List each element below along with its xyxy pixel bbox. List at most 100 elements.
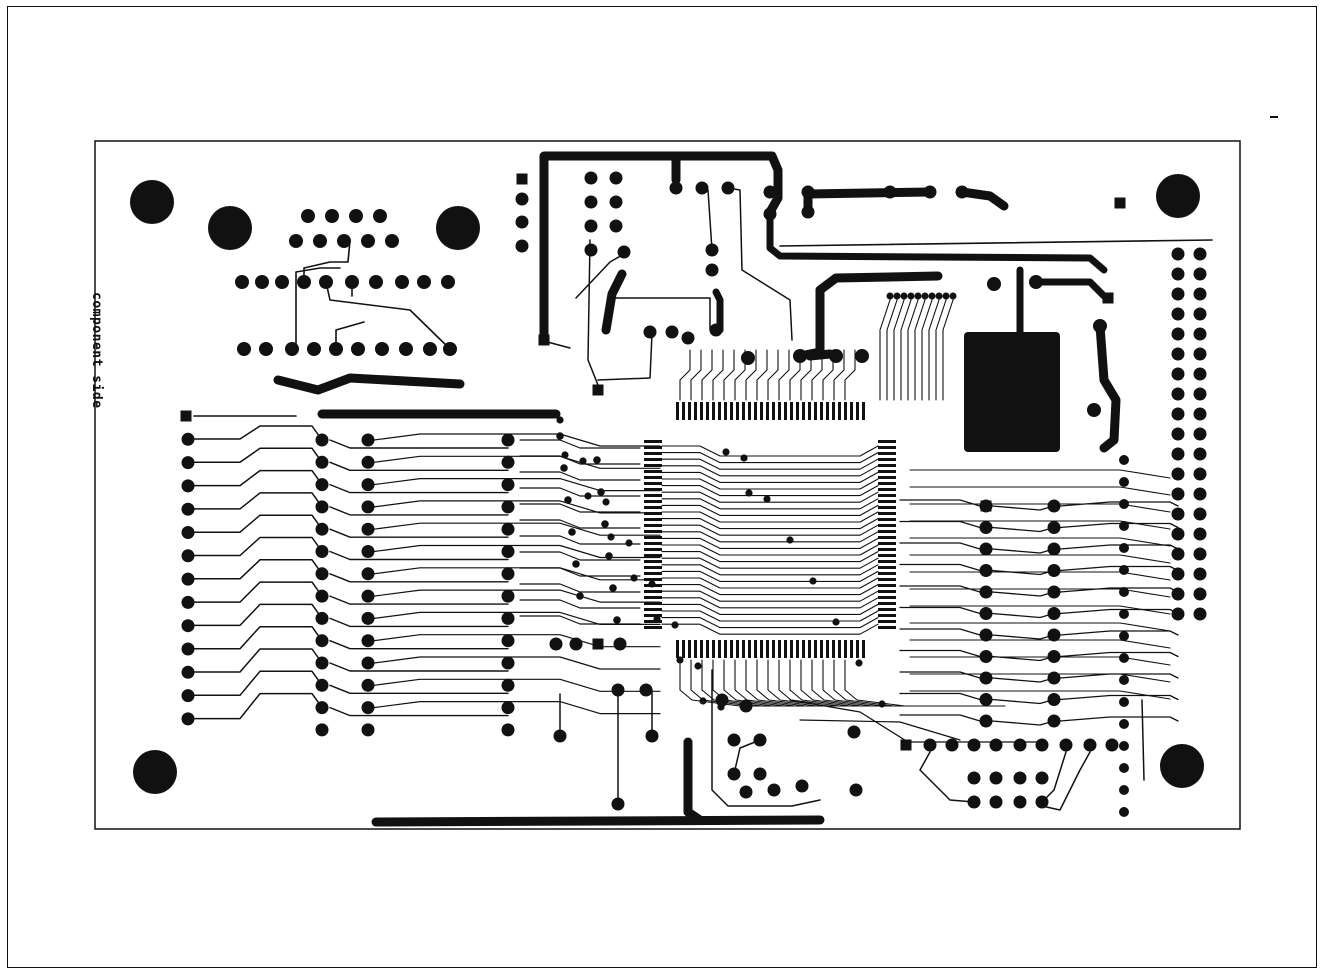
pad (1119, 719, 1129, 729)
ic-lead (808, 640, 811, 658)
pad (987, 277, 1001, 291)
trace (799, 719, 961, 741)
pad (979, 585, 993, 599)
ic-lead (878, 566, 896, 569)
ic-lead (796, 402, 799, 420)
header-pin-pad (1171, 567, 1185, 581)
ic-lead (688, 640, 691, 658)
ic-lead (644, 554, 662, 557)
via (809, 577, 817, 585)
bus-trace (373, 700, 661, 715)
bus-trace (373, 433, 661, 447)
ic-lead (878, 614, 896, 617)
trace (909, 673, 1171, 683)
connector-pin-pad (1083, 738, 1097, 752)
pad (584, 219, 598, 233)
signal-trace (661, 617, 879, 629)
ic-lead (802, 640, 805, 658)
header-pin-pad (1193, 367, 1207, 381)
connector-pin-pad (289, 234, 303, 248)
ic-lead (736, 402, 739, 420)
pad (361, 701, 375, 715)
ic-lead (878, 608, 896, 611)
header-pin-pad (1193, 307, 1207, 321)
pad (1119, 631, 1129, 641)
signal-trace (661, 485, 879, 497)
pad (515, 239, 529, 253)
ic-lead (644, 614, 662, 617)
connector-pin-pad (945, 738, 959, 752)
ic-lead (820, 640, 823, 658)
signal-trace (661, 557, 879, 569)
ic-lead (644, 476, 662, 479)
power-trace (795, 271, 943, 361)
ic-lead (644, 482, 662, 485)
connector-pin-pad (423, 342, 437, 356)
pad (705, 243, 719, 257)
via (786, 536, 794, 544)
pad (1119, 609, 1129, 619)
ic-lead (878, 560, 896, 563)
pad (515, 215, 529, 229)
ic-lead (778, 640, 781, 658)
via (560, 464, 568, 472)
header-pin-pad (1193, 607, 1207, 621)
pad (1119, 763, 1129, 773)
trace (991, 634, 1055, 640)
ic-lead (784, 640, 787, 658)
connector-pin-pad (441, 275, 455, 289)
bus-trace (193, 692, 323, 720)
bus-trace (373, 522, 661, 536)
bus-trace (329, 439, 509, 449)
header-pin-pad (1193, 407, 1207, 421)
pad (739, 699, 753, 713)
ic-lead (644, 524, 662, 527)
pad (315, 522, 329, 536)
pad (1119, 785, 1129, 795)
trace (727, 187, 793, 341)
signal-trace (886, 295, 898, 401)
pad (501, 522, 515, 536)
pad (801, 205, 815, 219)
via (921, 292, 929, 300)
ic-lead (790, 402, 793, 420)
via (556, 416, 564, 424)
pad (501, 545, 515, 558)
signal-trace (800, 659, 962, 707)
ic-lead (878, 488, 896, 491)
ic-lead (644, 596, 662, 599)
bus-trace (193, 514, 323, 533)
connector-pin-pad (375, 342, 389, 356)
pad (501, 634, 515, 648)
power-trace (1032, 278, 1110, 302)
pad (515, 192, 529, 206)
signal-trace (914, 295, 926, 401)
pad (715, 693, 729, 707)
signal-trace (822, 659, 984, 707)
via (763, 495, 771, 503)
trace (1059, 522, 1179, 529)
trace (909, 605, 1171, 615)
ic-lead (682, 640, 685, 658)
signal-trace (844, 349, 856, 401)
ic-lead (878, 626, 896, 629)
ic-lead (644, 560, 662, 563)
signal-trace (935, 295, 947, 401)
signal-trace (811, 349, 823, 401)
trace (909, 469, 1171, 479)
ic-lead (718, 402, 721, 420)
pad (665, 325, 679, 339)
via (556, 432, 564, 440)
ic-lead (730, 640, 733, 658)
header-pin-pad (1171, 327, 1185, 341)
pad (584, 195, 598, 209)
signal-trace (745, 659, 907, 707)
pad (315, 678, 329, 692)
ic-lead (862, 640, 865, 658)
pad (1119, 653, 1129, 663)
header-pin-pad (181, 665, 195, 679)
trace (909, 571, 1171, 581)
ic-lead (878, 554, 896, 557)
ic-lead (644, 494, 662, 497)
connector-pin-pad (1013, 738, 1027, 752)
